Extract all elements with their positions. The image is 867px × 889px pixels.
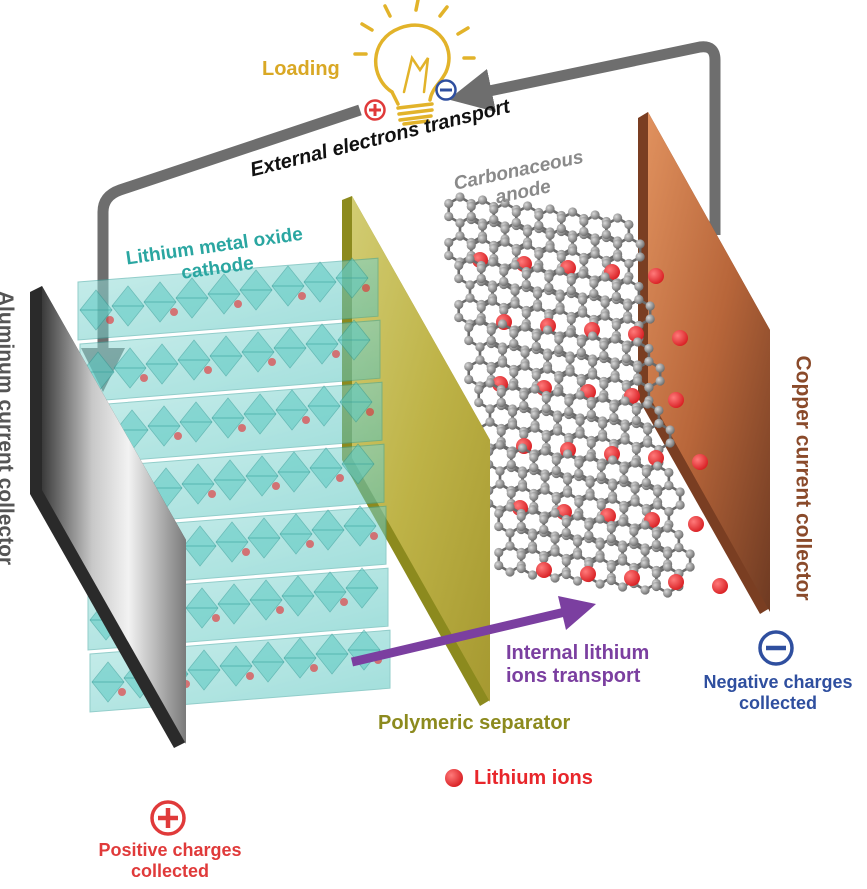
internal-transport-label: Internal lithium ions transport (506, 642, 649, 688)
cathode-sheet (79, 319, 381, 403)
lithium-ion-legend-dot (445, 769, 463, 787)
lithium-ion (672, 330, 688, 346)
lithium-ion (712, 578, 728, 594)
external-circuit-return (81, 104, 362, 392)
separator-label: Polymeric separator (378, 712, 571, 734)
internal-transport-line2: ions transport (506, 665, 641, 687)
aluminum-collector-label: Aluminum current collector (0, 290, 18, 566)
positive-charge-icon (150, 800, 186, 836)
lithium-ion (536, 562, 552, 578)
internal-transport-arrow (350, 596, 596, 667)
lithium-ion (628, 326, 644, 342)
lithium-ion (580, 566, 596, 582)
lithium-ion (648, 268, 664, 284)
negative-charges-label: Negative charges collected (688, 672, 867, 713)
positive-charges-line2: collected (130, 860, 210, 881)
lithium-ion (668, 574, 684, 590)
copper-current-collector (638, 112, 770, 614)
lithium-ion (688, 516, 704, 532)
graphene-layer (494, 502, 728, 598)
positive-charges-line1: Positive charges (98, 840, 242, 860)
lithium-ion (624, 570, 640, 586)
lithium-ions-label: Lithium ions (474, 767, 593, 789)
negative-charge-icon (758, 630, 794, 666)
lithium-ion (692, 454, 708, 470)
lithium-ion (668, 392, 684, 408)
carbonaceous-anode (444, 192, 728, 598)
cathode-sheet (77, 257, 379, 341)
positive-charges-label: Positive charges collected (80, 840, 260, 881)
lithium-ion (648, 450, 664, 466)
bulb-plus-icon (364, 99, 386, 121)
graphene-layer (454, 254, 688, 350)
aluminum-current-collector (30, 286, 186, 748)
loading-label: Loading (262, 58, 340, 80)
negative-charges-line1: Negative charges (703, 672, 853, 692)
cathode-sheet (81, 381, 383, 465)
graphene-layer (464, 316, 684, 412)
copper-collector-label: Copper current collector (791, 355, 815, 601)
negative-charges-line2: collected (738, 692, 818, 713)
external-circuit-arrow (448, 41, 721, 235)
bulb-minus-icon (435, 79, 457, 101)
internal-transport-line1: Internal lithium (506, 642, 650, 664)
